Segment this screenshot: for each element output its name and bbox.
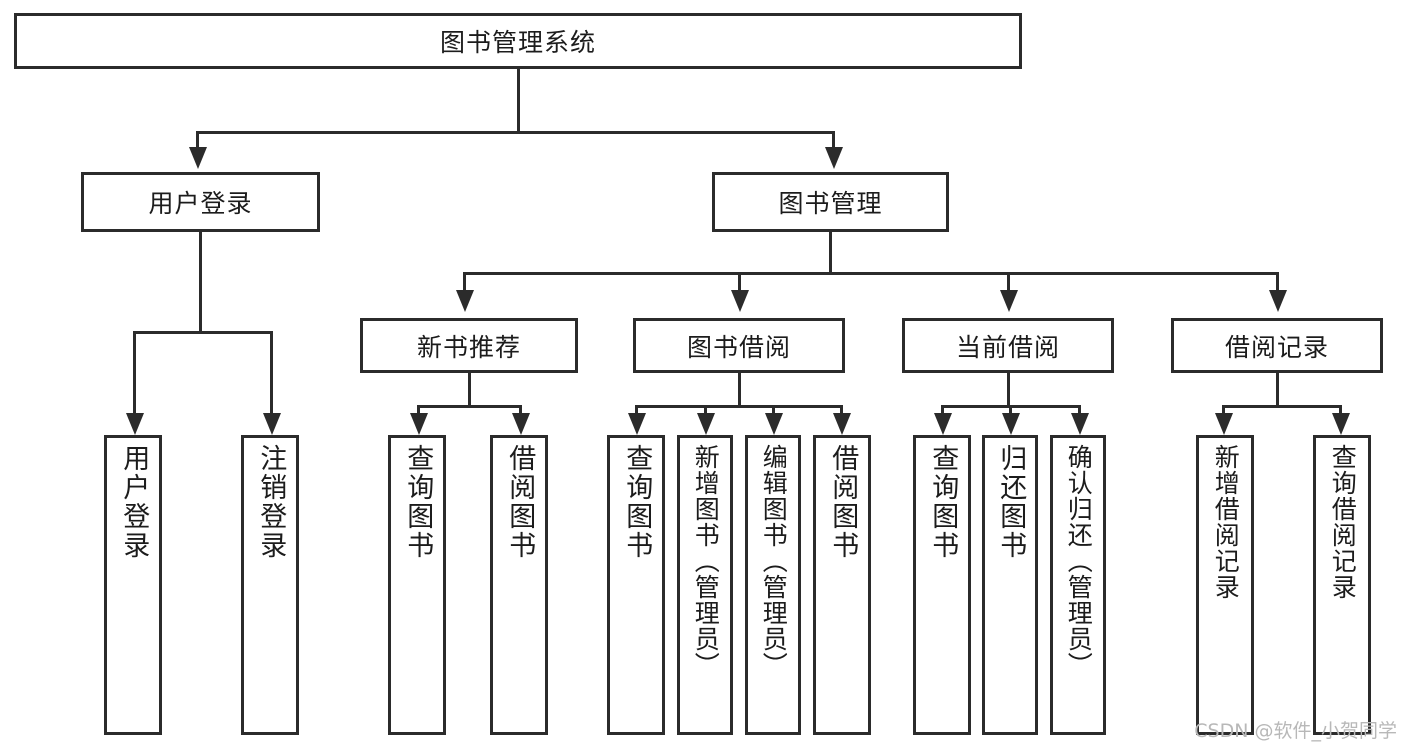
arrow-to-user-login [189,147,207,169]
arrow-to-bb-leaf-4 [833,413,851,435]
node-current-borrow[interactable]: 当前借阅 [902,318,1114,373]
leaf-nbr-query-book[interactable]: 查询图书 [388,435,446,735]
connector-user-login-stem [199,232,202,333]
connector-user-login-drop-2 [270,331,273,413]
leaf-label: 编辑图书（管理员） [759,444,789,678]
connector-book-manage-bus [463,272,1279,275]
leaf-label: 查询图书 [621,444,653,560]
leaf-bb-query-book[interactable]: 查询图书 [607,435,665,735]
connector-cb-stem [1007,373,1010,407]
connector-cb-drop-3 [1078,405,1081,415]
connector-br-drop-1 [1222,405,1225,415]
node-label: 用户登录 [148,189,253,218]
watermark-text: CSDN @软件_小贺同学 [1194,720,1397,742]
leaf-label: 查询借阅记录 [1328,444,1358,600]
leaf-label: 新增图书（管理员） [691,444,721,678]
connector-book-manage-stem [829,232,832,274]
connector-bb-stem [738,373,741,407]
leaf-label: 归还图书 [995,444,1027,560]
arrow-to-br-leaf-2 [1332,413,1350,435]
arrow-to-leaf-user-login [126,413,144,435]
node-label: 图书管理系统 [439,28,596,57]
leaf-nbr-borrow-book[interactable]: 借阅图书 [490,435,548,735]
connector-cb-drop-2 [1009,405,1012,415]
connector-bm-drop-2 [738,272,741,290]
node-label: 当前借阅 [955,332,1060,362]
connector-cb-drop-1 [941,405,944,415]
leaf-bb-borrow-book[interactable]: 借阅图书 [813,435,871,735]
leaf-label: 确认归还（管理员） [1064,444,1094,678]
connector-root-bus [196,131,834,134]
node-label: 新书推荐 [416,332,521,362]
arrow-to-nbr-leaf-2 [512,413,530,435]
arrow-to-cb-leaf-3 [1071,413,1089,435]
arrow-to-borrow-record [1269,290,1287,312]
connector-bb-drop-1 [635,405,638,415]
leaf-label: 查询图书 [927,444,959,560]
connector-bb-bus [635,405,843,408]
connector-root-drop-right [832,131,835,147]
connector-nbr-stem [468,373,471,407]
arrow-to-book-borrow [731,290,749,312]
leaf-label: 借阅图书 [827,444,859,560]
leaf-cb-query-book[interactable]: 查询图书 [913,435,971,735]
leaf-logout[interactable]: 注销登录 [241,435,299,735]
leaf-cb-confirm-return-admin[interactable]: 确认归还（管理员） [1050,435,1106,735]
connector-br-drop-2 [1339,405,1342,415]
connector-nbr-drop-2 [519,405,522,415]
node-user-login[interactable]: 用户登录 [81,172,320,232]
arrow-to-cb-leaf-1 [934,413,952,435]
node-label: 图书管理 [778,189,883,218]
node-root-system[interactable]: 图书管理系统 [14,13,1022,69]
connector-bm-drop-4 [1276,272,1279,290]
connector-root-stem [517,69,520,133]
arrow-to-cb-leaf-2 [1002,413,1020,435]
arrow-to-bb-leaf-3 [765,413,783,435]
leaf-label: 查询图书 [402,444,434,560]
connector-user-login-bus [133,331,273,334]
connector-bb-drop-2 [704,405,707,415]
leaf-bb-edit-book-admin[interactable]: 编辑图书（管理员） [745,435,801,735]
arrow-to-current-borrow [1000,290,1018,312]
leaf-user-login[interactable]: 用户登录 [104,435,162,735]
leaf-label: 借阅图书 [504,444,536,560]
connector-bm-drop-1 [463,272,466,290]
node-book-manage[interactable]: 图书管理 [712,172,949,232]
leaf-br-add-record[interactable]: 新增借阅记录 [1196,435,1254,735]
connector-user-login-drop-1 [133,331,136,413]
arrow-to-bb-leaf-2 [697,413,715,435]
node-borrow-record[interactable]: 借阅记录 [1171,318,1383,373]
arrow-to-leaf-logout [263,413,281,435]
arrow-to-book-manage [825,147,843,169]
connector-root-drop-left [196,131,199,147]
leaf-bb-add-book-admin[interactable]: 新增图书（管理员） [677,435,733,735]
node-label: 图书借阅 [686,332,791,362]
connector-bb-drop-4 [840,405,843,415]
leaf-cb-return-book[interactable]: 归还图书 [982,435,1038,735]
connector-bb-drop-3 [772,405,775,415]
connector-nbr-drop-1 [417,405,420,415]
arrow-to-new-book-recommend [456,290,474,312]
node-new-book-recommend[interactable]: 新书推荐 [360,318,578,373]
leaf-label: 新增借阅记录 [1211,444,1241,600]
node-book-borrow[interactable]: 图书借阅 [633,318,845,373]
connector-br-stem [1276,373,1279,407]
leaf-label: 注销登录 [255,444,287,560]
leaf-label: 用户登录 [118,444,150,560]
leaf-br-query-record[interactable]: 查询借阅记录 [1313,435,1371,735]
node-label: 借阅记录 [1224,332,1329,362]
connector-bm-drop-3 [1007,272,1010,290]
connector-nbr-bus [417,405,522,408]
arrow-to-br-leaf-1 [1215,413,1233,435]
connector-br-bus [1222,405,1342,408]
arrow-to-nbr-leaf-1 [410,413,428,435]
arrow-to-bb-leaf-1 [628,413,646,435]
